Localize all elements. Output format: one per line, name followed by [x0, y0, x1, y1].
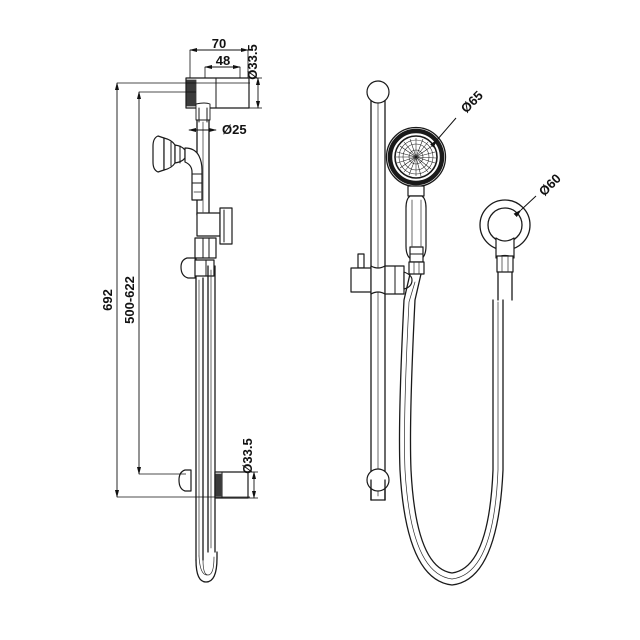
dimension-33-5-top-label: Ø33.5 — [245, 44, 260, 79]
rail-and-hose-side — [195, 265, 218, 583]
wall-bracket-bottom — [178, 469, 249, 499]
dimension-500-622-label: 500-622 — [122, 276, 137, 324]
hose-front — [398, 273, 504, 586]
left-side-elevation-view: 692 500-622 70 48 Ø33.5 — [100, 36, 262, 583]
wall-outlet — [479, 199, 531, 301]
slider-bracket-side — [180, 207, 233, 279]
dimension-25-label: Ø25 — [222, 122, 247, 137]
right-front-elevation-view: Ø65 Ø60 — [350, 80, 564, 586]
dimension-692-label: 692 — [100, 289, 115, 311]
dimension-692: 692 — [100, 82, 250, 498]
spray-pattern — [396, 138, 437, 177]
slider-bracket-front — [350, 253, 413, 295]
shower-rose — [385, 126, 447, 188]
dimension-70-label: 70 — [212, 36, 226, 51]
dimension-33-5-top: Ø33.5 — [245, 44, 262, 109]
shower-handle — [405, 185, 427, 275]
rail-front — [366, 80, 390, 501]
dimension-25: Ø25 — [188, 122, 247, 137]
rail-ball-bottom — [366, 468, 390, 492]
dimension-48: 48 — [204, 53, 241, 78]
dimension-33-5-bottom: Ø33.5 — [240, 438, 258, 499]
dimension-33-5-bottom-label: Ø33.5 — [240, 438, 255, 473]
dimension-48-label: 48 — [216, 53, 230, 68]
dimension-70: 70 — [189, 36, 249, 78]
shower-head-side — [152, 135, 203, 201]
dimension-500-622: 500-622 — [122, 91, 196, 475]
rail-ball-top — [366, 80, 390, 104]
